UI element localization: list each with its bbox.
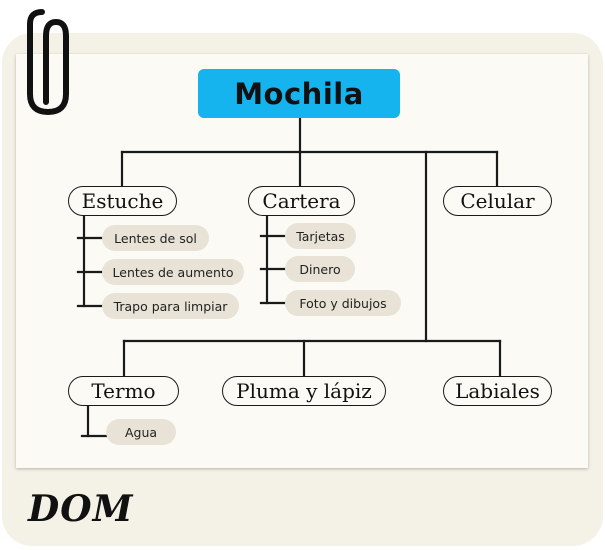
node-pluma-lapiz: Pluma y lápiz — [222, 376, 386, 406]
leaf-trapo-para-limpiar: Trapo para limpiar — [102, 293, 239, 319]
footer-label: DOM — [28, 488, 134, 530]
node-celular: Celular — [443, 186, 552, 216]
leaf-agua: Agua — [106, 419, 176, 445]
leaf-lentes-de-sol: Lentes de sol — [102, 225, 209, 251]
node-estuche: Estuche — [68, 186, 177, 216]
node-termo: Termo — [68, 376, 179, 406]
root-node: Mochila — [198, 69, 400, 118]
node-cartera: Cartera — [248, 186, 355, 216]
leaf-lentes-de-aumento: Lentes de aumento — [102, 259, 244, 285]
leaf-tarjetas: Tarjetas — [285, 223, 356, 249]
leaf-dinero: Dinero — [285, 256, 355, 282]
leaf-foto-y-dibujos: Foto y dibujos — [285, 290, 401, 316]
node-labiales: Labiales — [443, 376, 552, 406]
paper-clip-icon — [27, 9, 69, 116]
